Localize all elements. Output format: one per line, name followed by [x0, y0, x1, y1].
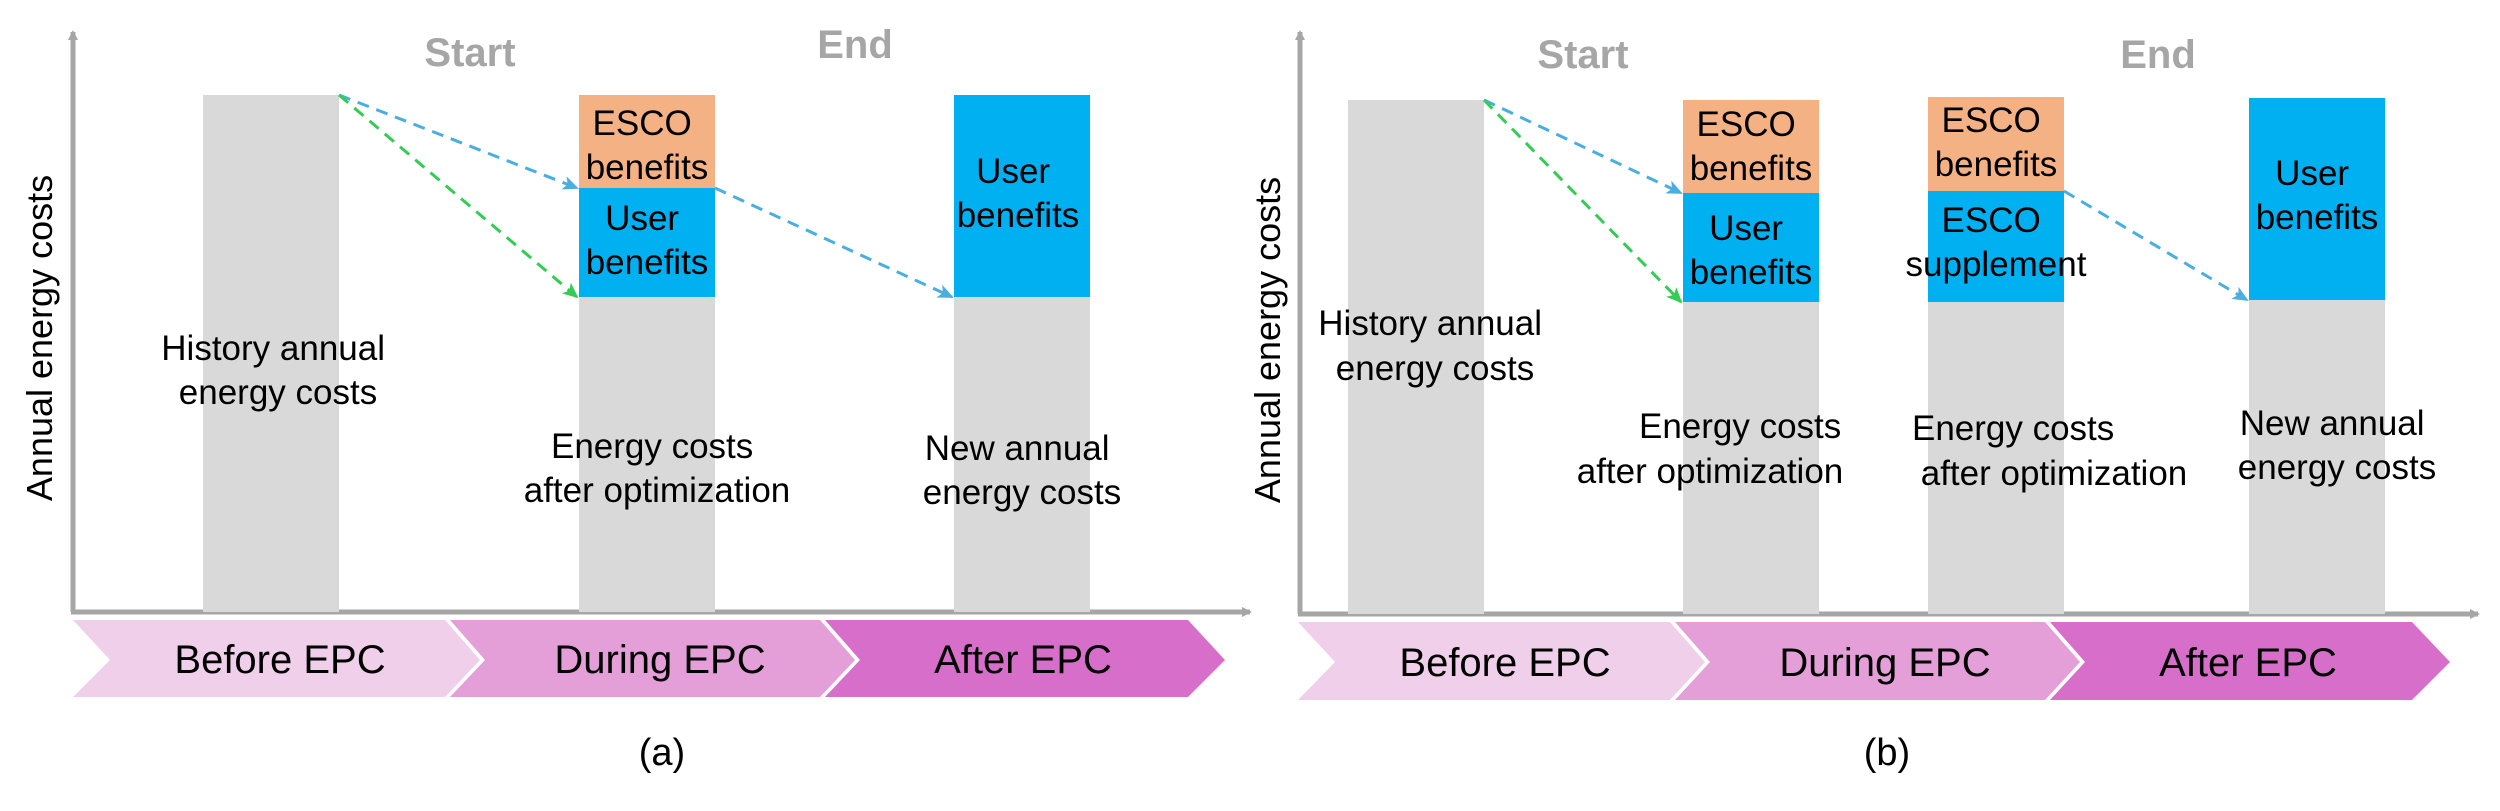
after-optimization-label-1: Energy costs after optimization [1577, 407, 1851, 491]
esco-benefits-label-line2: benefits [586, 148, 709, 187]
arrow-esco-to-end [2063, 189, 2249, 302]
user-benefits-segment [579, 188, 715, 297]
after-optimization-label-line1: Energy costs [551, 427, 753, 466]
user-benefits-end-label-line1: User [976, 152, 1050, 191]
arrow-history-to-optimized [1482, 98, 1683, 304]
esco-supplement-segment [1928, 191, 2064, 302]
phase-after-chevron [2050, 622, 2450, 700]
optimized-cost-bar-2 [1928, 302, 2064, 614]
user-benefits-end-label-line1: User [2275, 154, 2349, 193]
user-benefits-end-segment [954, 95, 1090, 297]
arrow-history-to-esco [338, 93, 579, 190]
phase-after-label: After EPC [2159, 641, 2337, 685]
user-benefits-end-segment [2249, 98, 2385, 300]
optimized-cost-bar [579, 297, 715, 612]
after-optimization-label-1-line2: after optimization [1577, 452, 1844, 491]
esco-benefits-label: ESCO benefits [586, 104, 709, 187]
history-cost-bar [1348, 100, 1484, 614]
phase-before-chevron [73, 620, 480, 697]
start-label: Start [424, 31, 515, 75]
end-label: End [817, 23, 893, 67]
history-label-line2: energy costs [1336, 349, 1534, 388]
after-optimization-label-2: Energy costs after optimization [1912, 409, 2187, 493]
new-cost-label-line1: New annual [2240, 404, 2425, 443]
after-optimization-label-2-line2: after optimization [1921, 454, 2188, 493]
esco-benefits-label-line1: ESCO [593, 104, 692, 143]
phase-during-label: During EPC [1779, 641, 1990, 685]
esco-benefits-segment [579, 95, 715, 188]
new-cost-label: New annual energy costs [2238, 404, 2436, 487]
new-cost-label-line2: energy costs [2238, 448, 2436, 487]
user-benefits-label-1-line1: User [1709, 209, 1783, 248]
arrow-user-to-end [714, 186, 954, 299]
esco-benefits-label-1: ESCO benefits [1690, 105, 1813, 188]
phase-after-chevron [825, 620, 1225, 697]
start-label: Start [1537, 33, 1628, 77]
user-benefits-segment-1 [1683, 193, 1819, 302]
user-benefits-label-line1: User [605, 199, 679, 238]
esco-benefits-segment-2 [1928, 97, 2064, 191]
end-label: End [2120, 33, 2196, 77]
user-benefits-end-label: User benefits [957, 152, 1080, 235]
esco-benefits-label-2-line2: benefits [1935, 145, 2058, 184]
phase-before-label: Before EPC [174, 638, 385, 682]
optimized-cost-bar-1 [1683, 302, 1819, 614]
after-optimization-label-1-line1: Energy costs [1639, 407, 1841, 446]
esco-benefits-label-2-line1: ESCO [1942, 101, 2041, 140]
phase-before-label: Before EPC [1399, 641, 1610, 685]
phase-during-chevron [450, 620, 855, 697]
history-cost-bar [203, 95, 339, 612]
history-label: History annual energy costs [161, 329, 394, 412]
history-label-line1: History annual [161, 329, 385, 368]
caption-b: (b) [1864, 732, 1910, 774]
user-benefits-end-label-line2: benefits [957, 196, 1080, 235]
esco-supplement-label: ESCO supplement [1906, 201, 2087, 284]
user-benefits-label-1: User benefits [1690, 209, 1813, 292]
user-benefits-end-label: User benefits [2256, 154, 2379, 237]
phase-before-chevron [1298, 622, 1705, 700]
user-benefits-label-line2: benefits [586, 243, 709, 282]
panel-a: Annual energy costs Start End History an… [19, 23, 1252, 774]
new-cost-label-line2: energy costs [923, 473, 1121, 512]
phase-during-label: During EPC [554, 638, 765, 682]
arrow-history-to-optimized [338, 93, 579, 299]
history-label-line1: History annual [1318, 304, 1542, 343]
new-cost-bar [2249, 300, 2385, 614]
user-benefits-label: User benefits [586, 199, 709, 282]
new-cost-label-line1: New annual [925, 429, 1110, 468]
after-optimization-label-2-line1: Energy costs [1912, 409, 2114, 448]
y-axis-label: Annual energy costs [19, 175, 60, 501]
after-optimization-label: Energy costs after optimization [524, 427, 791, 510]
new-cost-bar [954, 297, 1090, 612]
esco-benefits-label-1-line1: ESCO [1697, 105, 1796, 144]
caption-a: (a) [639, 732, 685, 774]
phase-after-label: After EPC [934, 638, 1112, 682]
esco-supplement-label-line2: supplement [1906, 245, 2087, 284]
history-label-line2: energy costs [179, 373, 377, 412]
esco-supplement-label-line1: ESCO [1942, 201, 2041, 240]
new-cost-label: New annual energy costs [923, 429, 1121, 512]
arrow-history-to-esco [1483, 98, 1683, 195]
esco-benefits-label-1-line2: benefits [1690, 149, 1813, 188]
y-axis-label: Annual energy costs [1247, 177, 1288, 503]
phase-during-chevron [1675, 622, 2080, 700]
user-benefits-end-label-line2: benefits [2256, 198, 2379, 237]
user-benefits-label-1-line2: benefits [1690, 253, 1813, 292]
panel-b: Annual energy costs Start End History an… [1247, 30, 2480, 774]
history-label: History annual energy costs [1318, 304, 1551, 388]
after-optimization-label-line2: after optimization [524, 471, 791, 510]
esco-benefits-segment-1 [1683, 100, 1819, 193]
esco-benefits-label-2: ESCO benefits [1935, 101, 2058, 184]
